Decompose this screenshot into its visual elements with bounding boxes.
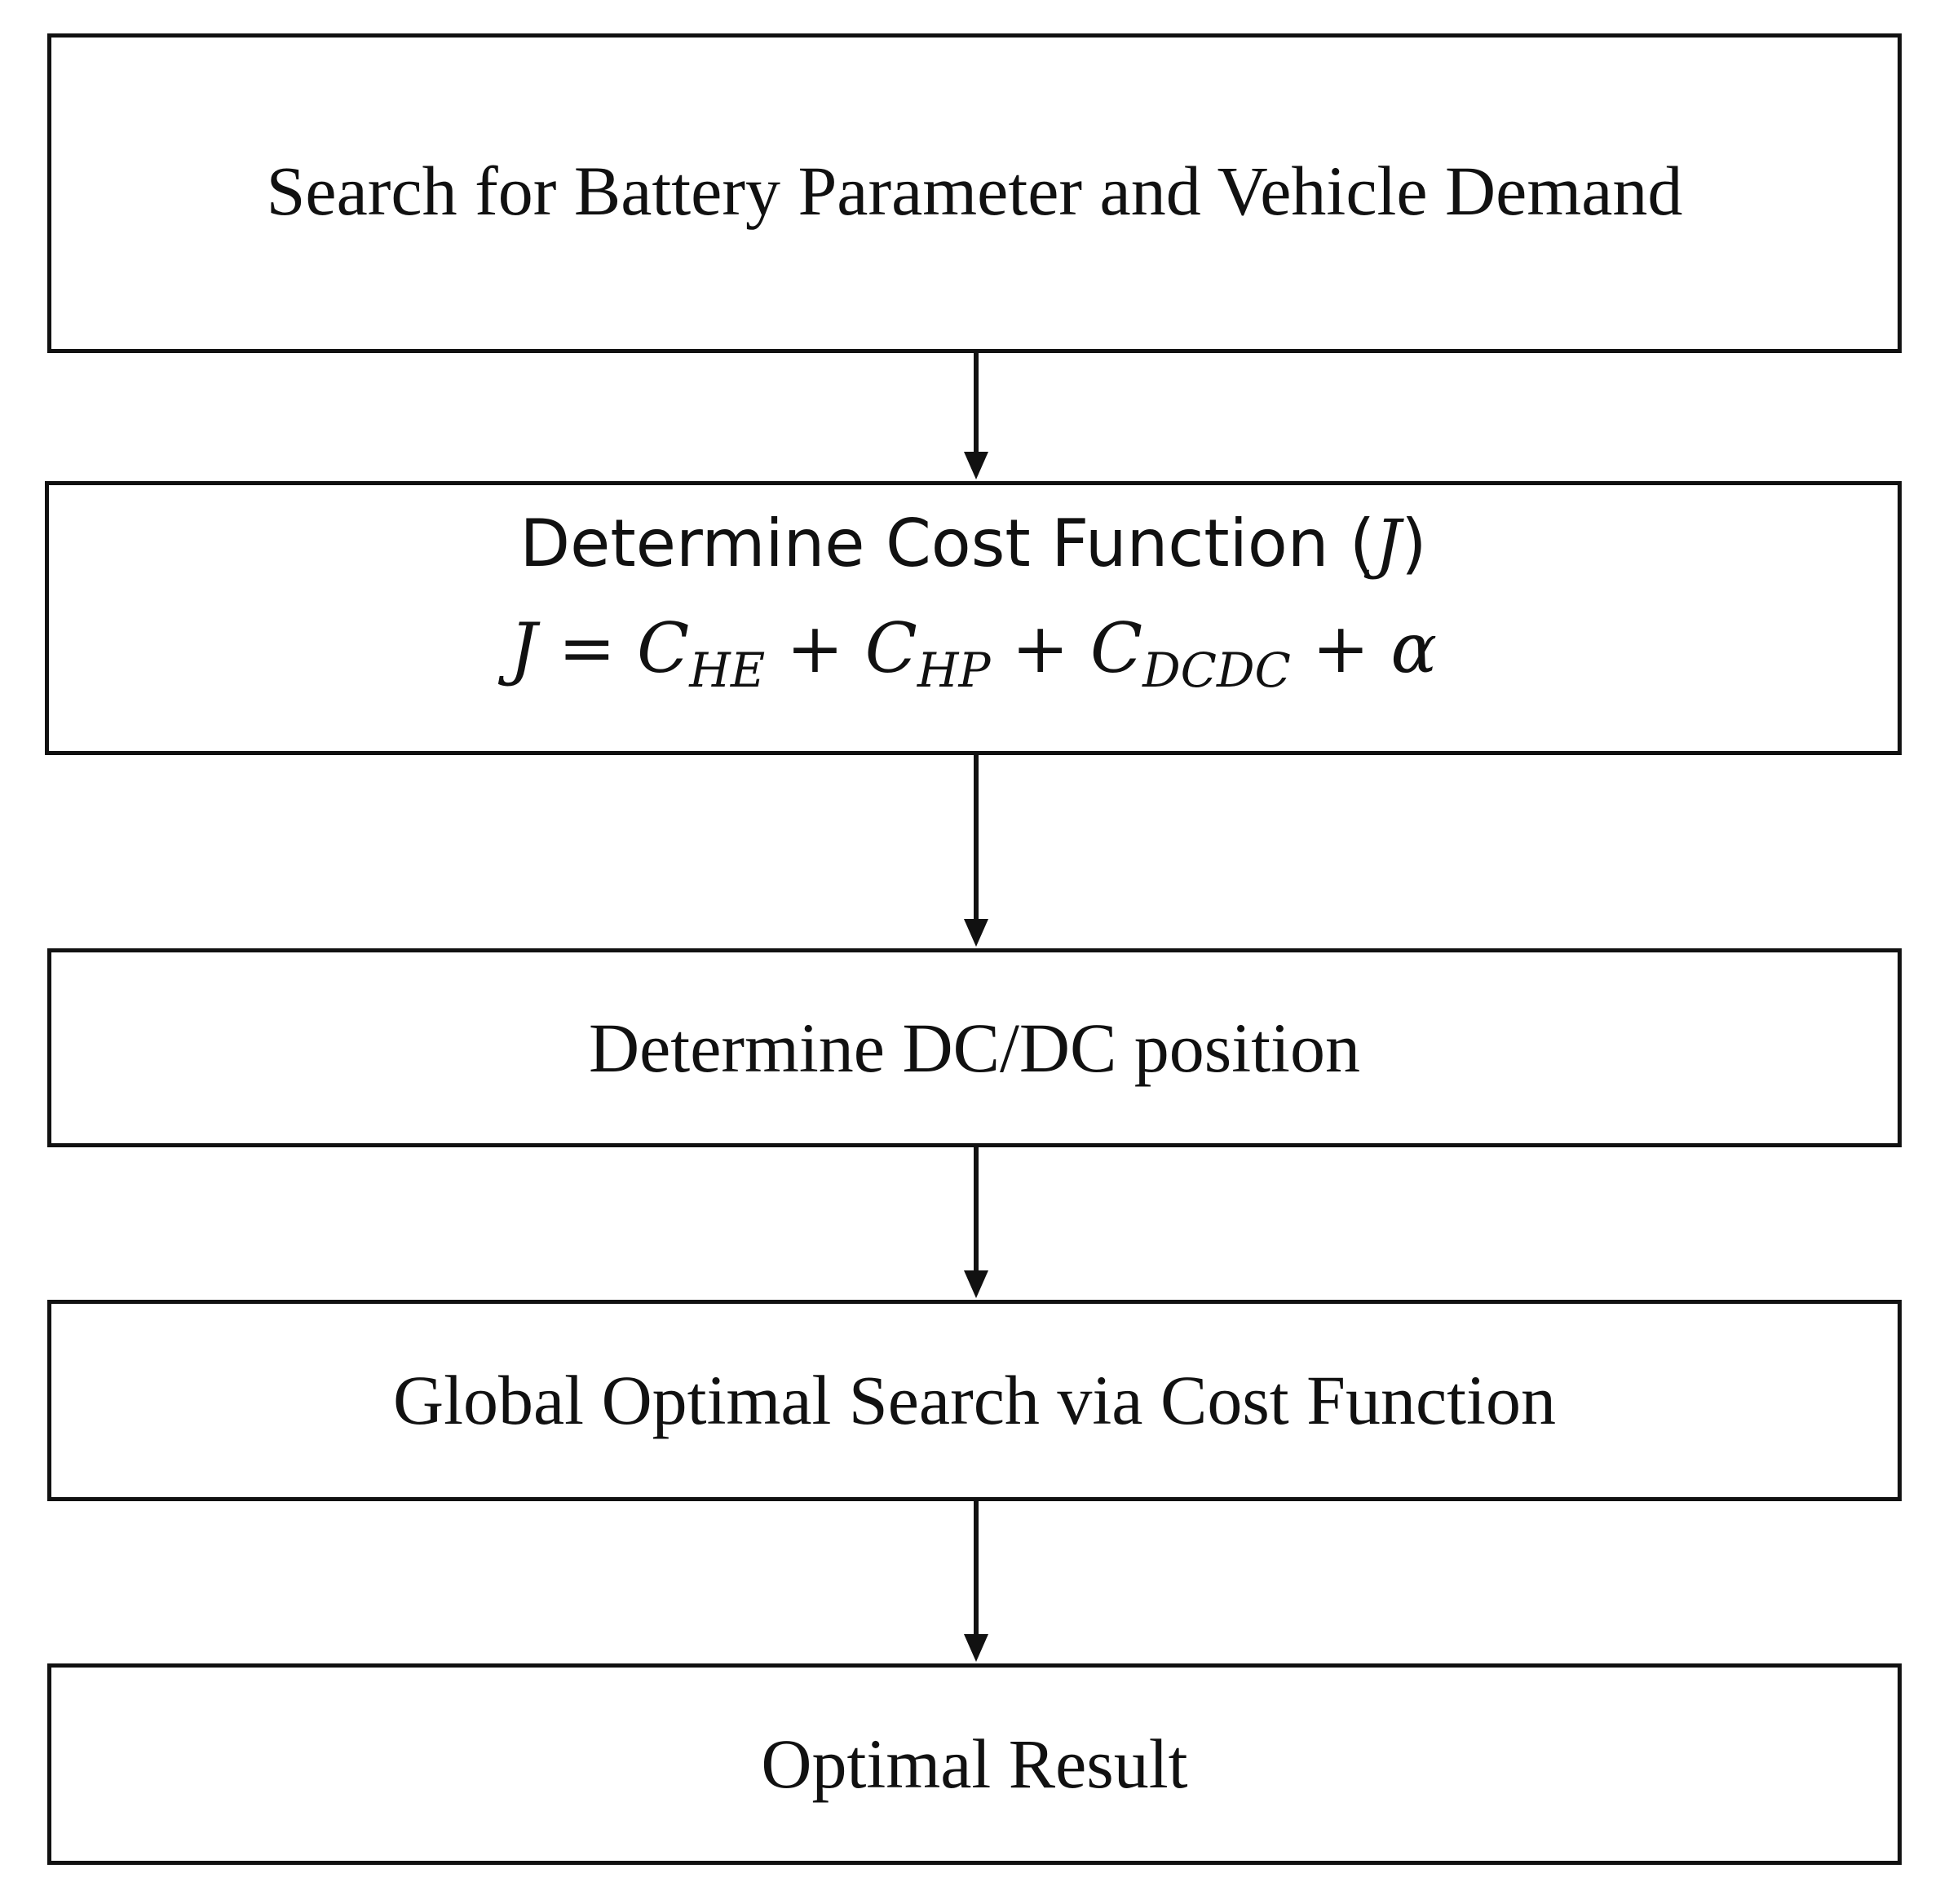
step-search-box: Search for Battery Parameter and Vehicle… — [47, 33, 1902, 353]
arrow-4-to-5 — [964, 1501, 988, 1662]
formula-term-he: CHE — [637, 608, 766, 698]
formula-lhs: J — [509, 608, 537, 688]
step-global-search-box: Global Optimal Search via Cost Function — [47, 1300, 1902, 1501]
arrow-1-to-2 — [964, 353, 988, 479]
step-optimal-result-label: Optimal Result — [761, 1725, 1188, 1804]
step-dcdc-position-label: Determine DC/DC position — [589, 1008, 1360, 1087]
formula-plus-1: + — [786, 608, 844, 688]
cost-function-label-prefix: Determine Cost Function ( — [519, 506, 1376, 581]
step-dcdc-position-box: Determine DC/DC position — [47, 948, 1902, 1147]
step-cost-function-label: Determine Cost Function (J) — [520, 508, 1427, 580]
step-search-label: Search for Battery Parameter and Vehicle… — [266, 151, 1683, 230]
formula-equals: = — [558, 608, 616, 688]
step-cost-function-box: Determine Cost Function (J) J=CHE+CHP+CD… — [45, 481, 1902, 755]
cost-function-formula: J=CHE+CHP+CDCDC+α — [510, 611, 1437, 697]
step-optimal-result-box: Optimal Result — [47, 1663, 1902, 1865]
formula-term-hp: CHP — [864, 608, 991, 698]
arrow-2-to-3 — [964, 755, 988, 947]
formula-alpha: α — [1390, 608, 1438, 688]
cost-function-label-suffix: ) — [1401, 506, 1427, 581]
formula-plus-2: + — [1011, 608, 1069, 688]
formula-term-dcdc: CDCDC — [1089, 608, 1291, 698]
formula-plus-3: + — [1311, 608, 1370, 688]
arrow-3-to-4 — [964, 1147, 988, 1298]
cost-function-label-var: J — [1375, 506, 1402, 581]
step-global-search-label: Global Optimal Search via Cost Function — [393, 1361, 1556, 1440]
